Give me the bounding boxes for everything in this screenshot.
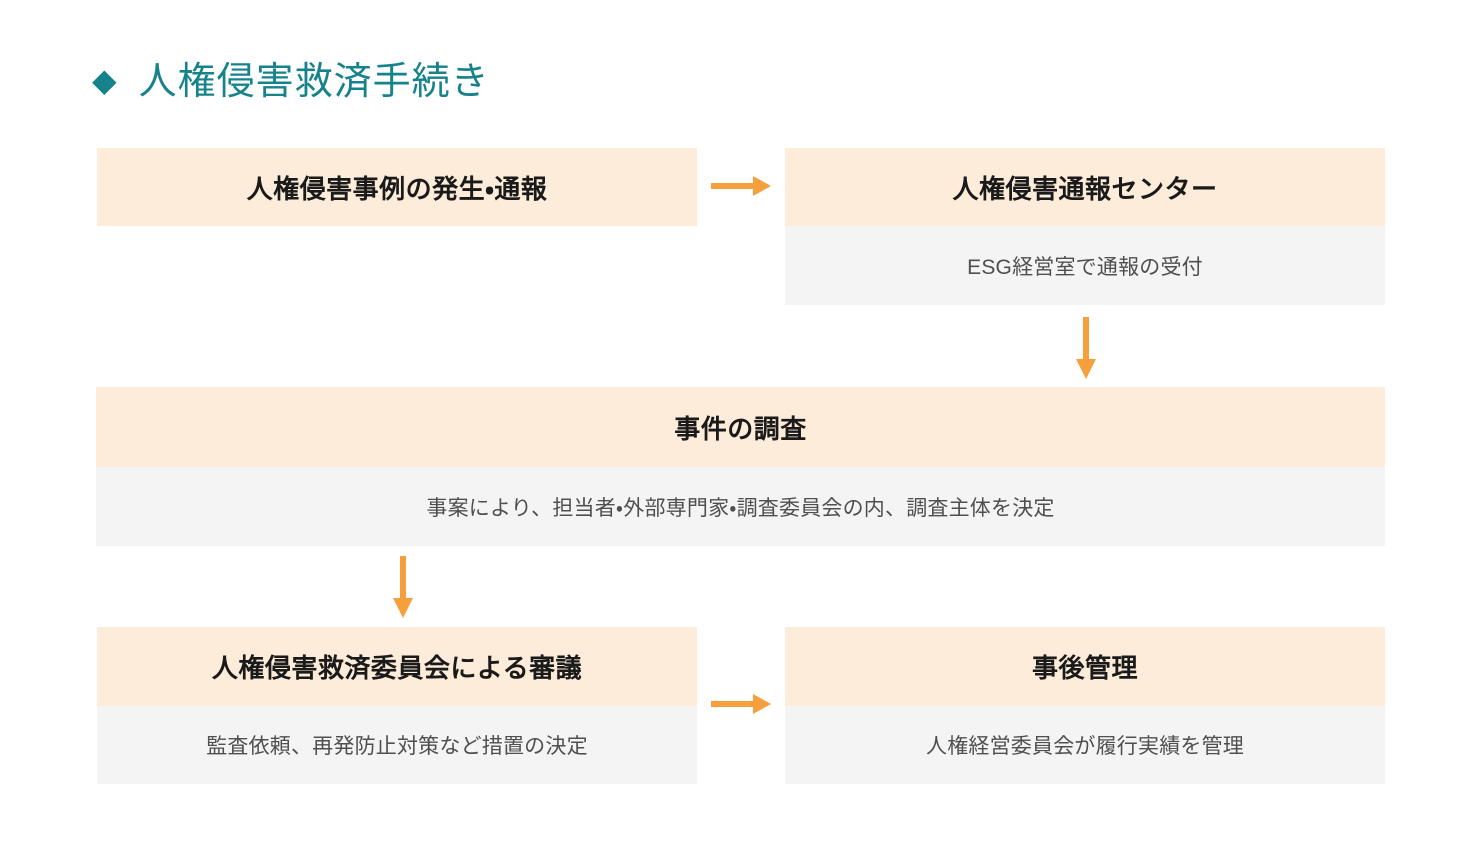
arrow-down-icon: [1076, 317, 1096, 379]
box-report-center-detail: ESG経営室で通報の受付: [785, 226, 1385, 305]
box-follow-up-header: 事後管理: [785, 627, 1385, 706]
arrow-right-icon: [711, 176, 771, 196]
box-report-center-header: 人権侵害通報センター: [785, 148, 1385, 226]
box-occurrence-report-header: 人権侵害事例の発生・通報: [97, 148, 697, 226]
arrow-right-icon: [711, 694, 771, 714]
box-investigation-detail: 事案により、担当者・外部専門家・調査委員会の内、調査主体を決定: [96, 467, 1385, 546]
box-committee-review-detail: 監査依頼、再発防止対策など措置の決定: [97, 706, 697, 784]
box-investigation-header: 事件の調査: [96, 387, 1385, 467]
box-follow-up-detail: 人権経営委員会が履行実績を管理: [785, 706, 1385, 784]
page-title-text: 人権侵害救済手続き: [138, 61, 490, 103]
box-committee-review-header: 人権侵害救済委員会による審議: [97, 627, 697, 706]
page-title: ◆ 人権侵害救済手続き: [92, 50, 490, 105]
arrow-down-icon: [393, 556, 413, 618]
diamond-bullet-icon: ◆: [92, 61, 117, 98]
